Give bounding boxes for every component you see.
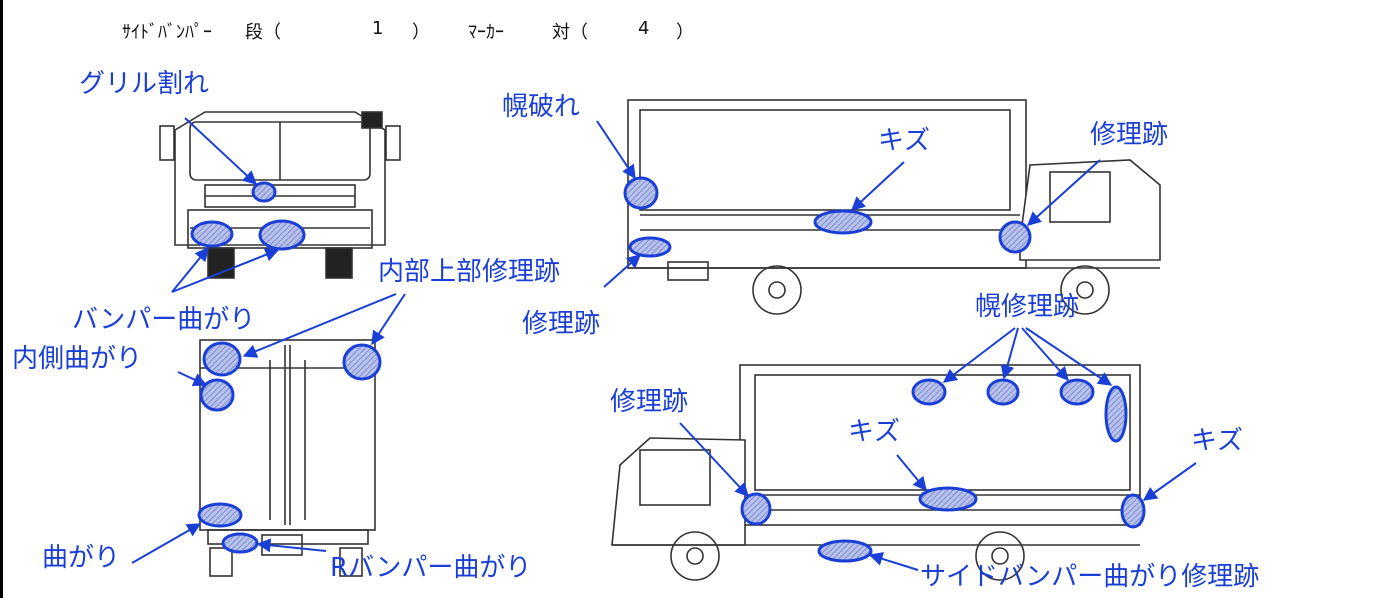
left-rear-scratch-label: キズ — [1191, 426, 1244, 456]
right-scratch-mark — [813, 209, 873, 235]
stage-close: ） — [412, 22, 430, 43]
left-mid-scratch-mark — [918, 486, 978, 512]
canopy-tear-mark — [623, 176, 659, 210]
canopy-tear-label: 幌破れ — [502, 92, 581, 122]
inner-bend-label: 内側曲がり — [12, 344, 143, 374]
inner-top-repair-label: 内部上部修理跡 — [378, 257, 561, 287]
page-left-border — [0, 0, 3, 598]
left-side-truck — [611, 364, 1141, 581]
stage-value: 1 — [372, 18, 384, 39]
canopy-repair-mark-1 — [911, 378, 947, 406]
pair-value: 4 — [638, 18, 650, 39]
grille-mark — [251, 181, 277, 203]
rear-bend-label: 曲がり — [42, 543, 121, 573]
side-bumper-repair-label: サイドバンパー曲がり修理跡 — [920, 562, 1260, 592]
right-cab-repair-label: 修理跡 — [1090, 120, 1169, 150]
damage-marks — [190, 176, 1146, 563]
side-bumper-label: ｻｲﾄﾞﾊﾞﾝﾊﾟｰ — [122, 22, 212, 43]
grille-crack-label: グリル割れ — [79, 69, 210, 99]
left-mid-scratch-label: キズ — [848, 417, 901, 447]
left-cab-repair-mark — [740, 492, 772, 526]
canopy-repair-mark-3 — [1059, 378, 1095, 406]
canopy-repair-mark-4 — [1104, 385, 1128, 443]
left-rear-scratch-mark — [1120, 493, 1146, 529]
right-cab-repair-mark — [998, 220, 1032, 254]
canopy-repair-label: 幌修理跡 — [975, 292, 1080, 322]
stage-label: 段（ — [245, 22, 281, 43]
callout-arrows — [131, 117, 1197, 571]
rear-top-right-mark — [342, 343, 382, 381]
rear-bend-mark — [197, 502, 243, 528]
front-view-truck — [159, 111, 401, 279]
front-bumper-bend-label: バンパー曲がり — [72, 305, 256, 335]
canopy-repair-mark-2 — [986, 378, 1020, 406]
r-bumper-mark — [221, 532, 259, 554]
rear-top-left-mark — [202, 341, 242, 377]
right-rear-repair-label: 修理跡 — [522, 309, 601, 339]
pair-label: 対（ — [552, 22, 588, 43]
front-bumper-center-mark — [258, 219, 306, 251]
rear-inner-mark — [199, 378, 235, 412]
left-cab-repair-label: 修理跡 — [610, 387, 689, 417]
pair-close: ） — [676, 22, 694, 43]
side-bumper-mark — [817, 539, 873, 563]
right-scratch-label: キズ — [878, 126, 931, 156]
front-bumper-left-mark — [190, 220, 234, 248]
marker-label: ﾏｰｶｰ — [468, 22, 504, 43]
right-rear-repair-mark — [628, 236, 672, 258]
r-bumper-bend-label: Rバンパー曲がり — [330, 553, 532, 583]
